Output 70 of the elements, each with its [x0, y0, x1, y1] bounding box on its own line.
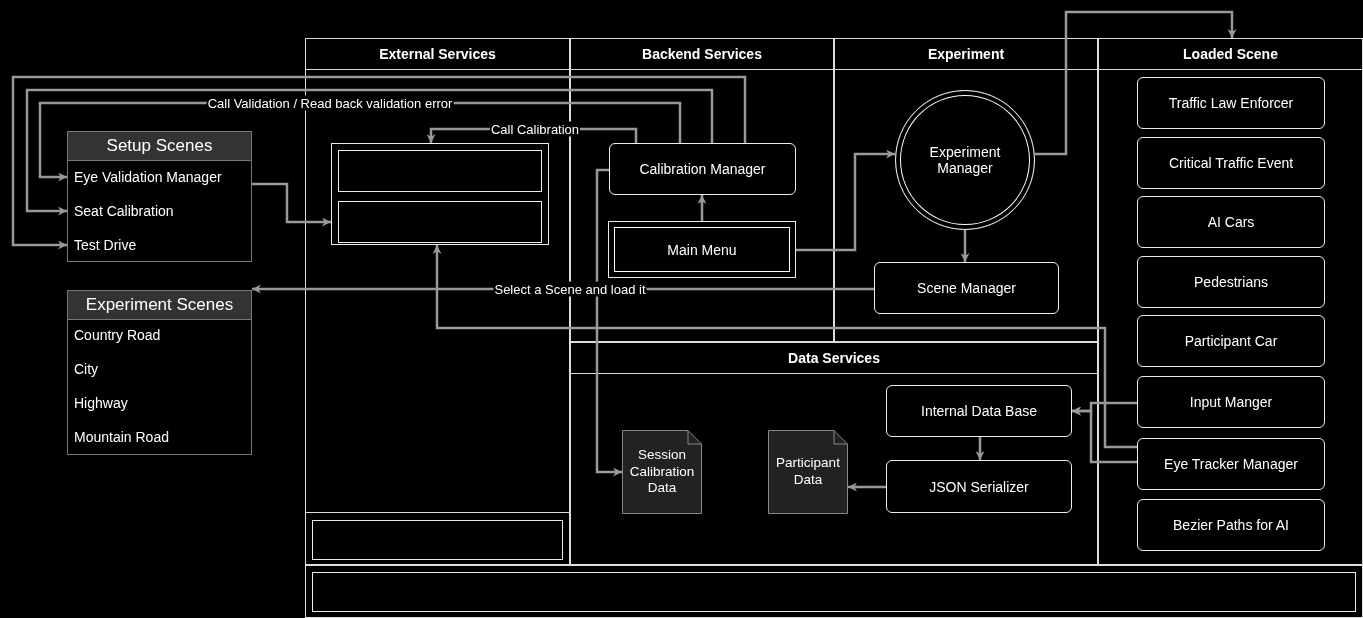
edge-label: Call Calibration — [489, 121, 581, 137]
node-label: Critical Traffic Event — [1168, 155, 1294, 171]
node-label: Session Calibration Data — [628, 446, 696, 498]
arrow — [25, 88, 714, 216]
list-panel — [67, 290, 252, 455]
component-box — [338, 150, 542, 192]
process-box — [1137, 438, 1325, 490]
component-box — [312, 520, 563, 560]
node-label: Seat Calibration — [74, 203, 174, 219]
node-label: Highway — [74, 395, 128, 411]
component-box — [338, 201, 542, 243]
arrow — [432, 245, 1137, 449]
node-label: Experiment Manager — [928, 144, 1002, 176]
node-label: Test Drive — [74, 237, 137, 253]
group-box — [331, 143, 549, 245]
arrow — [1072, 406, 1137, 464]
process-box — [1137, 499, 1325, 551]
node-label: Participant Data — [775, 455, 841, 489]
lane-title: Loaded Scene — [1099, 39, 1362, 70]
process-box — [1137, 376, 1325, 428]
node-label: Eye Tracker Manager — [1164, 456, 1298, 472]
arrow — [697, 195, 707, 221]
node-label: Mountain Road — [74, 429, 169, 445]
process-box — [1137, 315, 1325, 367]
arrow — [848, 482, 886, 492]
node-label: City — [74, 361, 99, 377]
process-box — [886, 385, 1072, 437]
edge-label: Call Validation / Read back validation error — [206, 95, 454, 111]
edge-label: Select a Scene and load it — [493, 281, 647, 297]
panel-title: Setup Scenes — [68, 132, 251, 161]
process-box — [1137, 137, 1325, 189]
arrow — [796, 149, 895, 252]
document-shape — [622, 430, 702, 514]
panel-title: Experiment Scenes — [68, 291, 251, 320]
arrow — [1035, 10, 1237, 156]
arrow — [252, 182, 331, 227]
document-shape — [768, 430, 848, 514]
node-label: Scene Manager — [917, 280, 1016, 296]
lane-title: Data Services — [571, 343, 1097, 374]
arrow — [960, 230, 970, 262]
node-label: Bezier Paths for AI — [1173, 517, 1289, 533]
node-label: Calibration Manager — [639, 161, 766, 177]
swimlane — [1098, 38, 1363, 565]
node-label: Traffic Law Enforcer — [1168, 95, 1294, 111]
node-label: JSON Serializer — [929, 478, 1029, 495]
node-label: Pedestrians — [1194, 274, 1268, 290]
process-box — [1137, 256, 1325, 308]
node-label: Participant Car — [1184, 333, 1278, 349]
process-box — [1137, 196, 1325, 248]
node-label: Input Manger — [1189, 394, 1273, 410]
node-label: AI Cars — [1207, 214, 1255, 230]
arrow — [975, 437, 985, 460]
node-label: Internal Data Base — [921, 403, 1037, 419]
lane-title: Backend Services — [571, 39, 833, 70]
process-box — [608, 221, 796, 278]
node-label: Country Road — [74, 327, 161, 343]
node-label: Eye Validation Manager — [74, 169, 222, 185]
swimlane — [570, 342, 1098, 565]
arrow — [11, 75, 747, 250]
list-panel — [67, 131, 252, 262]
process-box — [1137, 77, 1325, 129]
process-box — [886, 460, 1072, 513]
lane-title: Experiment — [835, 39, 1097, 70]
swimlane — [834, 38, 1098, 342]
process-box — [874, 262, 1059, 314]
lane-title: External Services — [306, 39, 569, 70]
node-label: Main Menu — [667, 241, 737, 258]
arrow — [595, 168, 622, 477]
process-box — [609, 143, 796, 195]
component-box — [312, 572, 1356, 612]
